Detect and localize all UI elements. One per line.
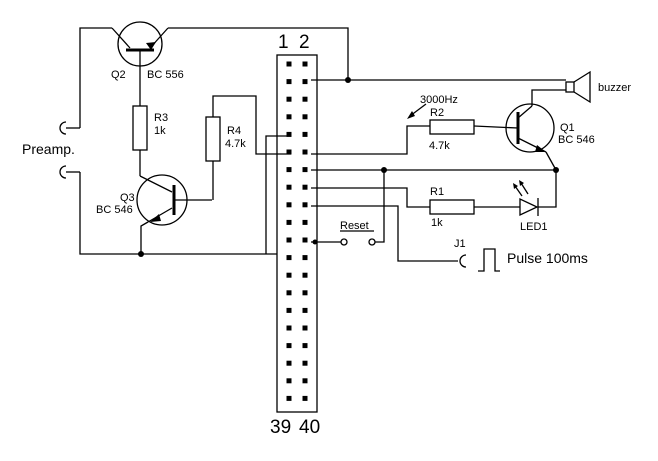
resistor-r4	[205, 116, 221, 162]
q1-name: Q1	[560, 122, 575, 134]
header-pin	[286, 79, 292, 85]
led-label: LED1	[520, 221, 548, 233]
header-pin	[302, 255, 308, 261]
header-pin	[286, 149, 292, 155]
header-pin	[286, 378, 292, 384]
header-pin	[286, 167, 292, 173]
header-pin	[302, 61, 308, 67]
frequency-label: 3000Hz	[420, 94, 458, 106]
header-pin	[286, 307, 292, 313]
preamp-jack-top	[59, 121, 80, 135]
r2-name: R2	[430, 107, 444, 119]
resistor-r1	[429, 199, 475, 215]
transistor-q3	[136, 174, 212, 226]
header-pin	[302, 325, 308, 331]
q2-type: BC 556	[147, 69, 184, 81]
header-pin	[302, 114, 308, 120]
header-pin	[286, 272, 292, 278]
header-pin	[302, 184, 308, 190]
header-pin	[302, 290, 308, 296]
reset-label: Reset	[340, 220, 369, 232]
header-pin	[302, 96, 308, 102]
r2-value: 4.7k	[429, 140, 450, 152]
r1-value: 1k	[431, 217, 443, 229]
q1-type: BC 546	[558, 134, 595, 146]
header-pin	[286, 219, 292, 225]
r4-value: 4.7k	[225, 138, 246, 150]
header-pin	[302, 343, 308, 349]
pin-label-1: 1	[278, 32, 289, 53]
pin-header-40	[276, 54, 318, 413]
reset-switch-contact-right	[368, 238, 376, 246]
buzzer	[565, 70, 591, 104]
header-pin	[302, 79, 308, 85]
header-pin	[302, 360, 308, 366]
q3-type: BC 546	[96, 204, 133, 216]
header-pin	[286, 237, 292, 243]
header-pin	[302, 202, 308, 208]
header-pin	[286, 343, 292, 349]
header-pin	[286, 395, 292, 401]
q2-name: Q2	[111, 69, 126, 81]
header-pin	[286, 61, 292, 67]
j1-label: J1	[454, 238, 466, 250]
preamp-label: Preamp.	[22, 141, 75, 157]
header-pin	[302, 219, 308, 225]
r3-value: 1k	[154, 125, 166, 137]
j1-jack	[459, 254, 467, 268]
header-pin	[286, 360, 292, 366]
header-pin	[286, 131, 292, 137]
pin-label-39: 39	[270, 417, 291, 438]
r3-name: R3	[154, 112, 168, 124]
header-pin	[286, 290, 292, 296]
header-pin	[302, 378, 308, 384]
pin-label-40: 40	[299, 417, 320, 438]
reset-switch-contact-left	[340, 238, 348, 246]
pulse-label: Pulse 100ms	[507, 250, 588, 266]
pin-label-2: 2	[299, 32, 310, 53]
header-pin	[302, 237, 308, 243]
header-pin	[302, 307, 308, 313]
header-pin	[286, 325, 292, 331]
r4-name: R4	[227, 125, 241, 137]
header-pin	[286, 96, 292, 102]
buzzer-label: buzzer	[598, 82, 631, 94]
header-pin	[302, 167, 308, 173]
header-pin	[286, 184, 292, 190]
header-pin	[302, 131, 308, 137]
led-1	[513, 180, 539, 217]
resistor-r3	[132, 105, 148, 151]
transistor-q2	[111, 21, 169, 67]
q3-name: Q3	[120, 192, 135, 204]
r1-name: R1	[430, 186, 444, 198]
preamp-jack-bottom	[59, 165, 80, 179]
header-pin	[302, 395, 308, 401]
header-pin	[286, 202, 292, 208]
header-pin	[302, 149, 308, 155]
header-pin	[302, 272, 308, 278]
pulse-symbol	[478, 248, 500, 272]
header-pin	[286, 114, 292, 120]
resistor-r2	[429, 119, 475, 135]
header-pin	[286, 255, 292, 261]
